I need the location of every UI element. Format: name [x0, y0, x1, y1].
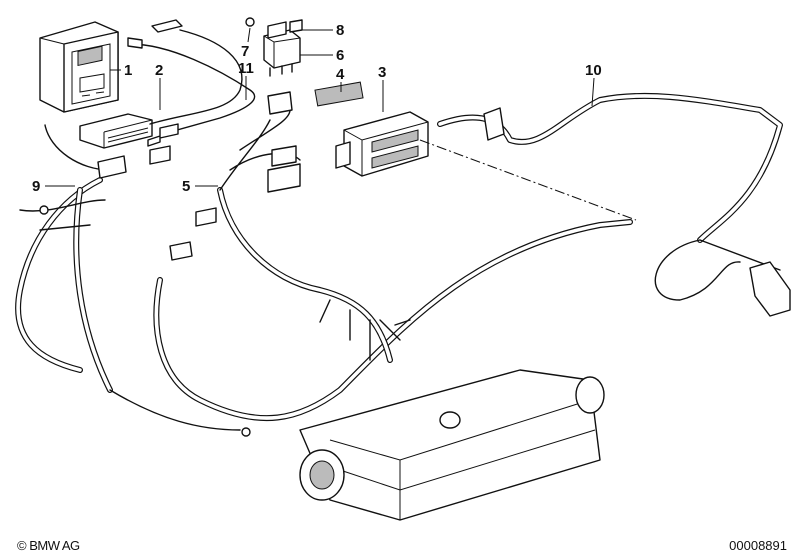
copyright-label: © BMW AG — [17, 538, 80, 553]
sealing-strip-part[interactable] — [314, 81, 364, 107]
leader-lines — [45, 27, 595, 187]
sensor-cable-part[interactable] — [437, 92, 791, 317]
relay-part[interactable] — [245, 17, 303, 77]
callout-4[interactable]: 4 — [336, 66, 345, 83]
callout-5[interactable]: 5 — [182, 178, 190, 195]
callout-10[interactable]: 10 — [585, 62, 602, 79]
callout-3[interactable]: 3 — [378, 64, 386, 81]
auxiliary-heater-part[interactable] — [299, 369, 605, 521]
cable-harness-part[interactable] — [15, 124, 251, 437]
callout-6[interactable]: 6 — [336, 47, 344, 64]
drawing-number: 00008891 — [729, 538, 787, 553]
main-wiring-harness — [149, 91, 633, 422]
callout-1[interactable]: 1 — [124, 62, 132, 79]
assembly-leader-line — [419, 139, 637, 221]
timer-clock-part[interactable] — [39, 21, 119, 113]
control-unit-part[interactable] — [335, 111, 429, 177]
wiring-harness-connector-part[interactable] — [79, 19, 256, 149]
callout-7[interactable]: 7 — [241, 43, 249, 60]
callout-2[interactable]: 2 — [155, 62, 163, 79]
callout-11[interactable]: 11 — [238, 60, 254, 77]
callout-9[interactable]: 9 — [32, 178, 40, 195]
callout-8[interactable]: 8 — [336, 22, 344, 39]
